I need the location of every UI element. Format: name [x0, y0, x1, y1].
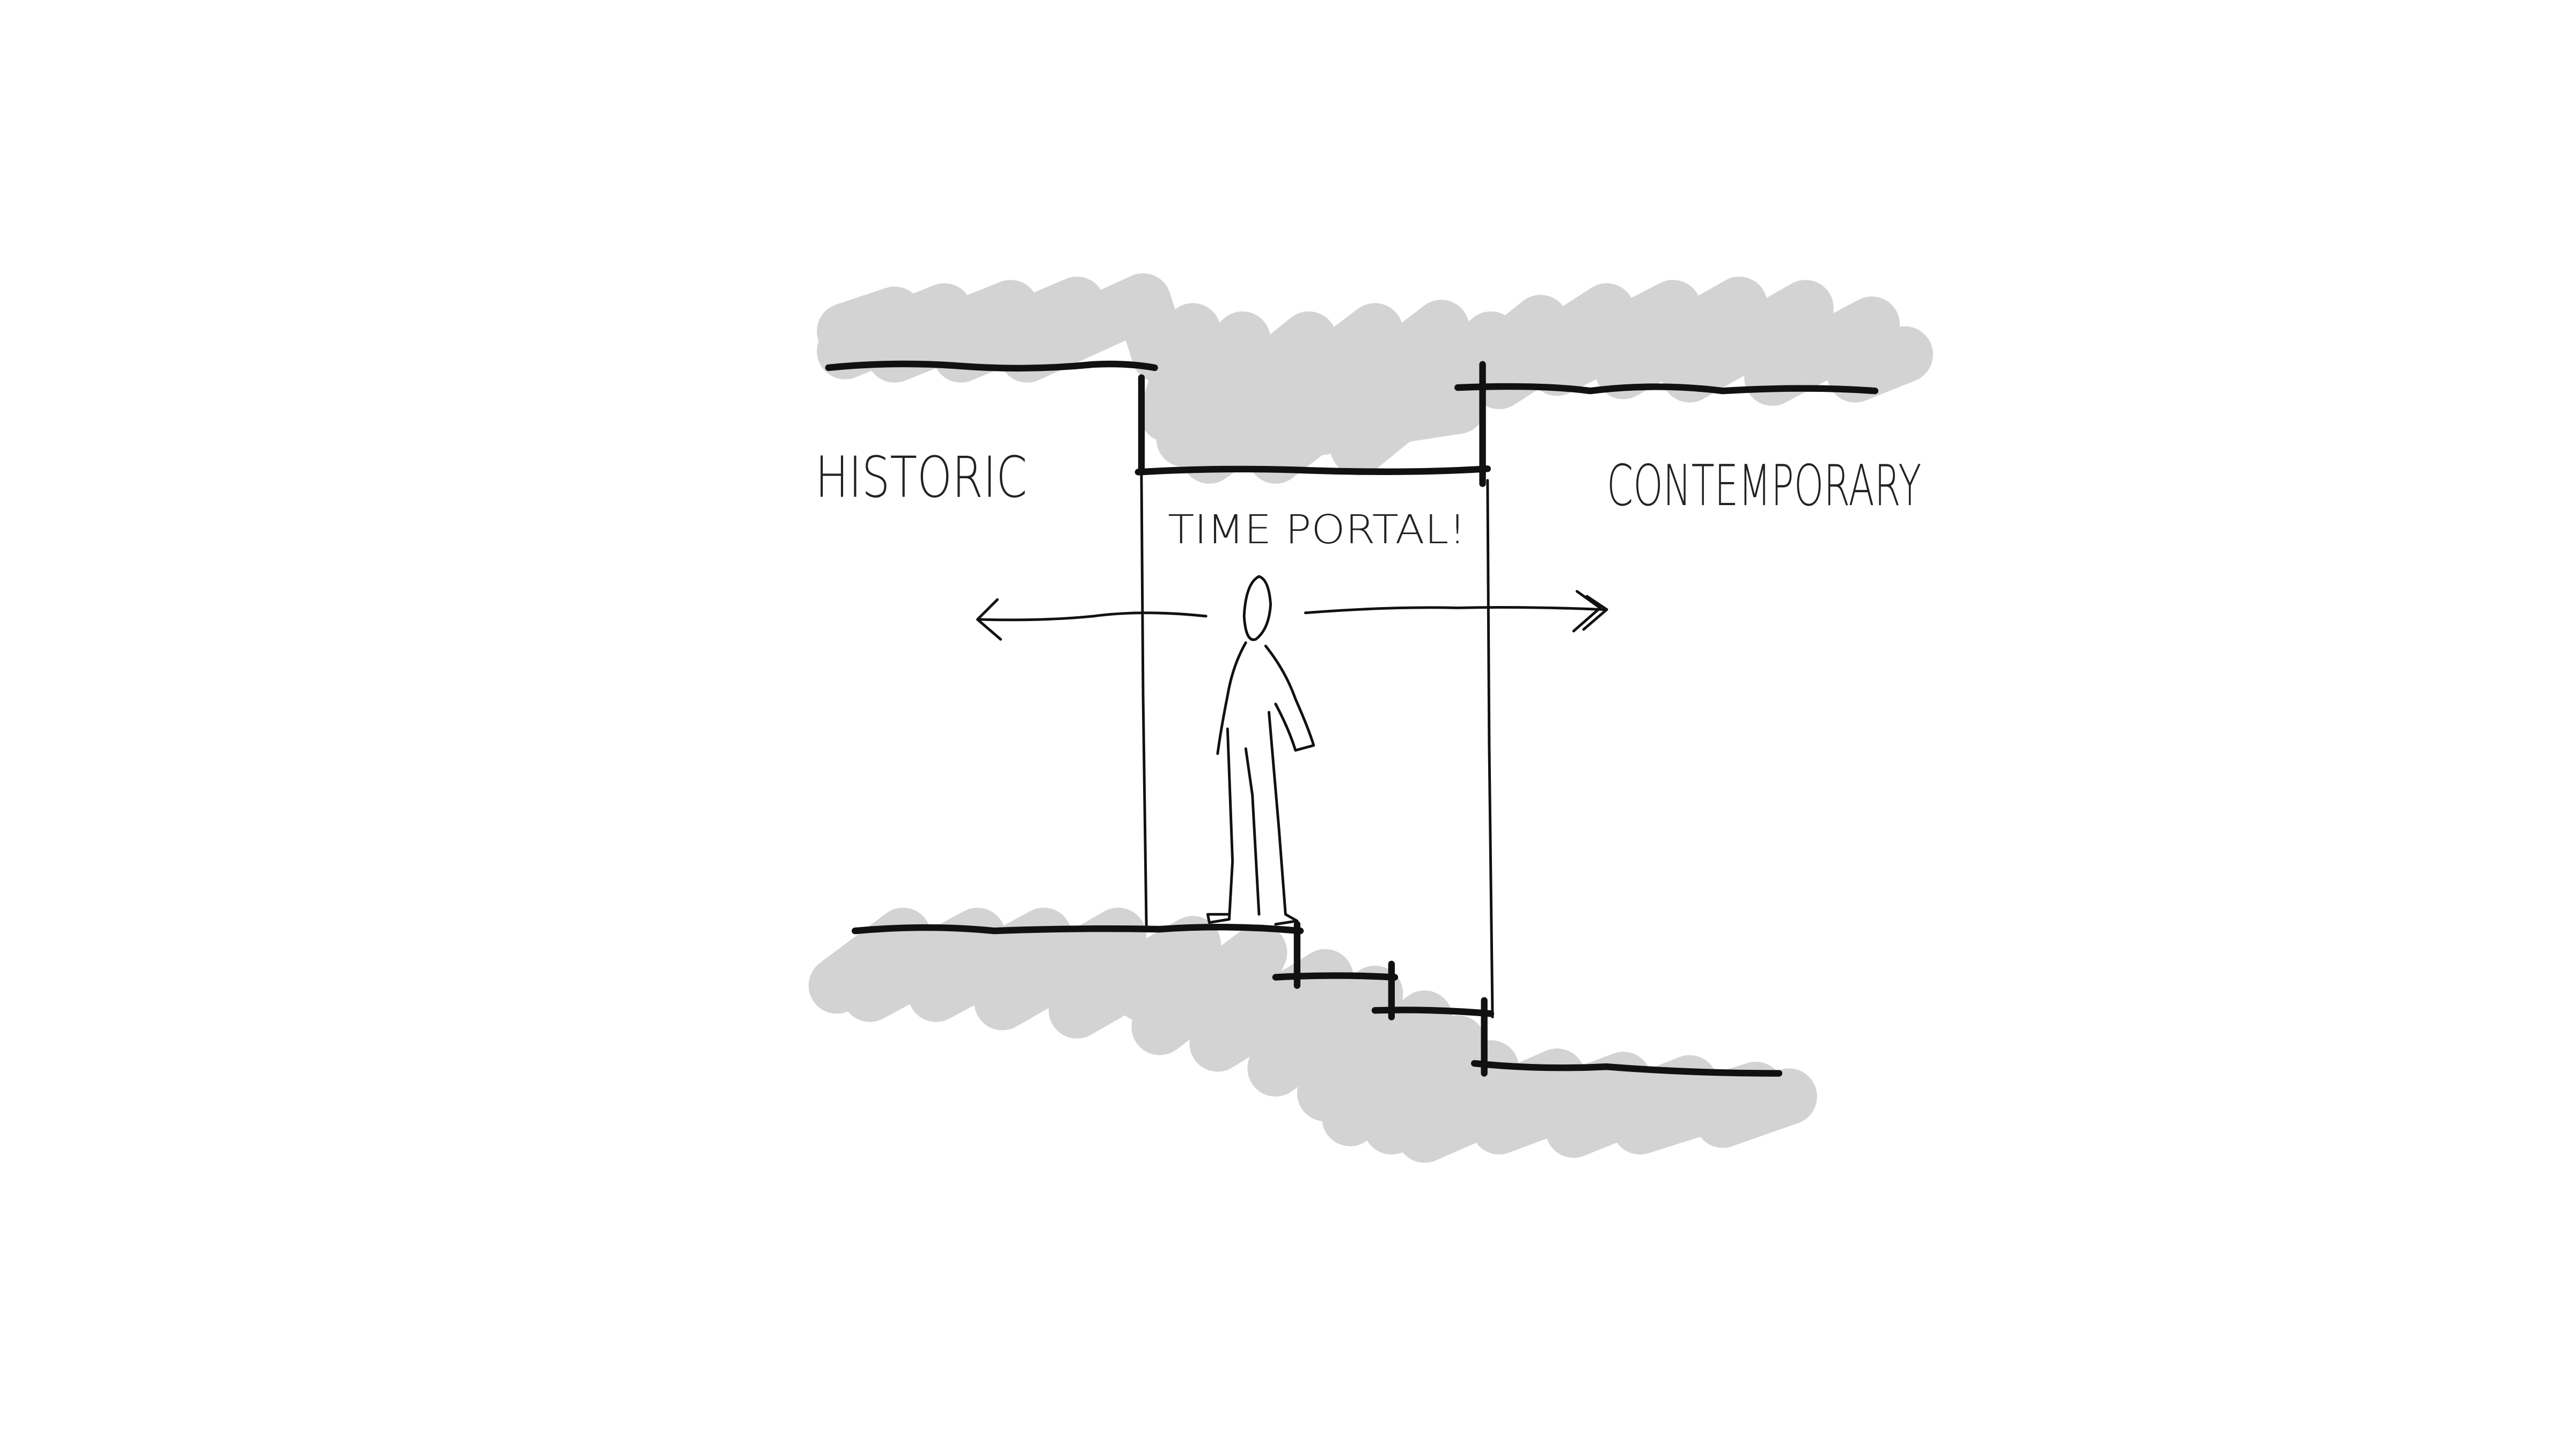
right-arrow-head	[1572, 590, 1608, 633]
person-head	[1242, 575, 1272, 641]
ground-hatch	[808, 907, 1817, 1163]
left-arrow-shaft	[979, 611, 1208, 622]
step-one-tread	[1272, 972, 1399, 981]
left-ceiling-line	[825, 360, 1158, 372]
right-floor-line	[1470, 1060, 1783, 1077]
person-body	[1206, 641, 1315, 926]
portal-right-wall	[1486, 479, 1494, 1019]
right-arrow-shaft	[1304, 605, 1605, 615]
ceiling-hatch	[817, 273, 1933, 484]
left-floor-line	[851, 923, 1304, 935]
historic-label: HISTORIC	[815, 445, 1027, 510]
time-portal-label: TIME PORTAL!	[1168, 507, 1466, 553]
person-figure	[1206, 575, 1315, 926]
right-ceiling-line	[1454, 383, 1879, 395]
step-two-tread	[1371, 1006, 1495, 1017]
left-arrow-head	[976, 598, 1002, 641]
contemporary-label: CONTEMPORARY	[1607, 453, 1921, 519]
arrows	[976, 590, 1608, 641]
portal-left-wall	[1140, 474, 1148, 929]
section-lines	[825, 360, 1879, 1077]
portal-top-line	[1135, 465, 1491, 476]
portal-walls	[1140, 474, 1494, 1019]
